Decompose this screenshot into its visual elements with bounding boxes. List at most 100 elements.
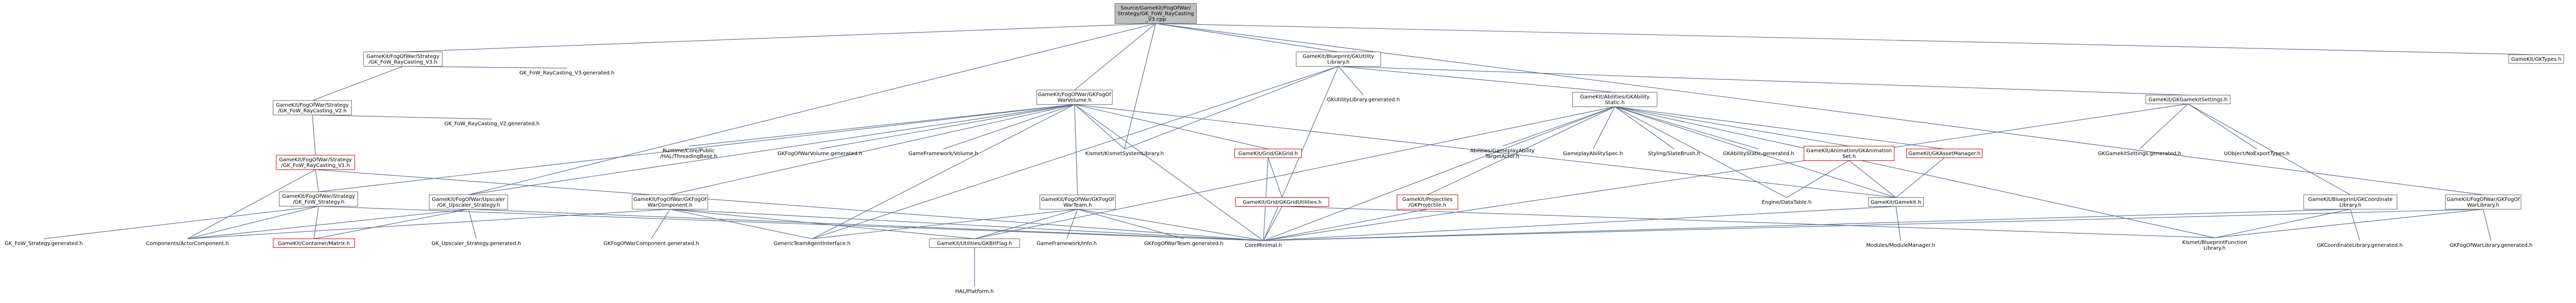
- node-label: GameKit/FogOfWar/Strategy: [282, 194, 355, 199]
- node-matrix[interactable]: GameKit/Container/Matrix.h: [273, 238, 355, 248]
- node-box: [1234, 148, 1302, 158]
- node-v3h[interactable]: GameKit/FogOfWar/Strategy/GK_FoW_RayCast…: [363, 52, 443, 67]
- node-label: WarComponent.h: [648, 203, 692, 208]
- edge-abstatic-assetmgr: [1615, 106, 1945, 149]
- edge-root-v3h: [403, 23, 1156, 53]
- edge-utillib-utilgen: [1338, 66, 1364, 95]
- node-label: GK_FoW_RayCasting_V3.generated.h: [519, 70, 615, 76]
- node-assetmgr[interactable]: GameKit/GKAssetManager.h: [1906, 148, 1982, 158]
- node-v1h[interactable]: GameKit/FogOfWar/Strategy/GK_FoW_RayCast…: [276, 155, 355, 170]
- node-v2h[interactable]: GameKit/FogOfWar/Strategy/GK_FoW_RayCast…: [273, 100, 352, 115]
- edge-root-upscaler: [468, 23, 1156, 195]
- node-datatable: Engine/DataTable.h: [1761, 200, 1811, 206]
- edge-coordlib-coreminimal: [1263, 209, 2351, 241]
- node-upscaler[interactable]: GameKit/FogOfWar/Upscaler/GK_Upscaler_St…: [429, 194, 509, 210]
- node-label: GKFogOfWarLibrary.generated.h: [2450, 243, 2533, 248]
- edge-fowvol-gfvol: [943, 104, 1075, 149]
- node-label: /GK_FoW_RayCasting_V3.h: [368, 60, 437, 65]
- node-box: [2508, 54, 2564, 64]
- node-label: Abilities/GameplayAbility: [1470, 148, 1534, 154]
- node-fowvol[interactable]: GameKit/FogOfWar/GKFogOfWarVolume.h: [1036, 90, 1113, 105]
- graph-edges: [43, 23, 2536, 287]
- node-fowteam[interactable]: GameKit/FogOfWar/GKFogOfWarTeam.h: [1039, 194, 1116, 210]
- node-label: GK_FoW_Strategy.generated.h: [5, 241, 82, 246]
- edge-fowvol-fowvolgen: [820, 104, 1075, 149]
- node-label: Strategy/GK_FoW_RayCasting: [1117, 11, 1194, 17]
- node-label: GameKit/FogOfWar/Strategy: [279, 157, 352, 163]
- node-modmgr: Modules/ModuleManager.h: [1866, 243, 1935, 248]
- edge-abstatic-gamekith: [1615, 106, 1896, 198]
- edge-v3h-v2h: [312, 66, 403, 101]
- node-label: WarLibrary.h: [2467, 203, 2500, 208]
- node-utillib[interactable]: GameKit/Blueprint/GKUtilityLibrary.h: [1296, 52, 1381, 67]
- node-fowcomp[interactable]: GameKit/FogOfWar/GKFogOfWarComponent.h: [632, 194, 708, 210]
- node-strategyh[interactable]: GameKit/FogOfWar/Strategy/GK_FoW_Strateg…: [279, 191, 359, 207]
- edge-gamekith-modmgr: [1895, 206, 1901, 241]
- edge-utillib-gtai: [812, 66, 1338, 239]
- edge-abstatic-coreminimal: [1263, 106, 1615, 241]
- node-label: GK_Upscaler_Strategy.generated.h: [432, 241, 521, 246]
- node-fowteamgen: GKFogOfWarTeam.generated.h: [1144, 241, 1224, 246]
- node-box: [279, 191, 359, 207]
- node-settings[interactable]: GameKit/GKGamekitSettings.h: [2145, 95, 2231, 105]
- node-label: GameKit/Gamekit.h: [1871, 200, 1921, 206]
- edge-utillib-settings: [1338, 66, 2188, 96]
- node-upgen: GK_Upscaler_Strategy.generated.h: [432, 241, 521, 246]
- node-stratgen: GK_FoW_Strategy.generated.h: [5, 241, 82, 246]
- node-label: GameKit/FogOfWar/Upscaler: [432, 197, 505, 203]
- node-label: GameKit/FogOfWar/Strategy: [366, 54, 439, 60]
- edge-strategyh-coreminimal: [318, 206, 1264, 241]
- node-label: GameKit/FogOfWar/GKFogOf: [1038, 92, 1112, 98]
- node-label: _V3.cpp: [1145, 17, 1166, 23]
- node-root[interactable]: Source/GameKit/FogOfWar/Strategy/GK_FoW_…: [1114, 3, 1197, 24]
- node-bitflag[interactable]: GameKit/Utilities/GKBitFlag.h: [929, 238, 1020, 248]
- edge-fowcomp-compactor: [187, 209, 670, 239]
- node-box: [1906, 148, 1982, 158]
- edge-fowvol-grid: [1074, 104, 1268, 149]
- node-label: GKCoordinateLibrary.generated.h: [2317, 243, 2402, 248]
- node-gamekith[interactable]: GameKit/Gamekit.h: [1868, 197, 1924, 207]
- node-projectiles[interactable]: GameKit/Projectiles/GKProjectile.h: [1397, 194, 1459, 210]
- node-label: Engine/DataTable.h: [1761, 200, 1811, 206]
- node-kismetsys: Kismet/KismetSystemLibrary.h: [1085, 151, 1163, 157]
- node-types[interactable]: GameKit/GKTypes.h: [2508, 54, 2564, 64]
- edge-assetmgr-gamekith: [1895, 157, 1945, 198]
- node-box: [1397, 194, 1459, 210]
- node-coordgen: GKCoordinateLibrary.generated.h: [2317, 243, 2402, 248]
- node-abstatic[interactable]: GameKit/Abilities/GKAbilityStatic.h: [1572, 92, 1657, 107]
- node-label: GameKit/FogOfWar/GKFogOf: [1041, 197, 1115, 203]
- edge-abstatic-anim: [1615, 106, 1850, 147]
- edge-v2h-v2gen: [312, 114, 492, 120]
- node-settingsgen: GKGamekitSettings.generated.h: [2098, 151, 2181, 157]
- node-box: [929, 238, 1020, 248]
- edge-fowvol-fowcomp: [670, 104, 1075, 195]
- node-box: [1572, 92, 1657, 107]
- edge-abstatic-datatable: [1615, 106, 1787, 198]
- node-box: [2303, 194, 2398, 210]
- node-label: Library.h: [1327, 60, 1349, 65]
- node-gridutil[interactable]: GameKit/Grid/GKGridUtilities.h: [1235, 197, 1329, 207]
- edge-strategyh-matrix: [313, 206, 319, 239]
- node-label: GKUtilityLibrary.generated.h: [1327, 97, 1400, 103]
- node-label: GameFramework/Info.h: [1037, 241, 1097, 246]
- node-label: Modules/ModuleManager.h: [1866, 243, 1935, 248]
- node-label: Library.h: [2204, 246, 2226, 251]
- node-box: [429, 194, 509, 210]
- node-grid[interactable]: GameKit/Grid/GKGrid.h: [1234, 148, 1302, 158]
- node-devsettings: UObject/NoExportTypes.h: [2224, 151, 2290, 157]
- node-label: GameKit/Blueprint/GKUtility: [1302, 54, 1374, 60]
- node-label: GameKit/GKTypes.h: [2511, 57, 2562, 62]
- node-label: Kismet/BlueprintFunction: [2182, 240, 2247, 246]
- node-coordlib[interactable]: GameKit/Blueprint/GKCoordinateLibrary.h: [2303, 194, 2398, 210]
- node-label: GameKit/GKAssetManager.h: [1908, 151, 1980, 157]
- node-fowvolgen: GKFogOfWarVolume.generated.h: [777, 151, 862, 157]
- node-label: GameKit/FogOfWar/Strategy: [276, 103, 349, 108]
- node-fowlib[interactable]: GameKit/FogOfWar/GKFogOfWarLibrary.h: [2445, 194, 2521, 210]
- node-label: GameKit/Blueprint/GKCoordinate: [2308, 197, 2393, 203]
- edge-fowvol-threading: [688, 104, 1075, 147]
- edge-v1h-compactor: [187, 169, 316, 239]
- node-label: GKFogOfWarComponent.generated.h: [603, 241, 699, 246]
- node-label: GameKit/FogOfWar/GKFogOf: [2447, 197, 2520, 203]
